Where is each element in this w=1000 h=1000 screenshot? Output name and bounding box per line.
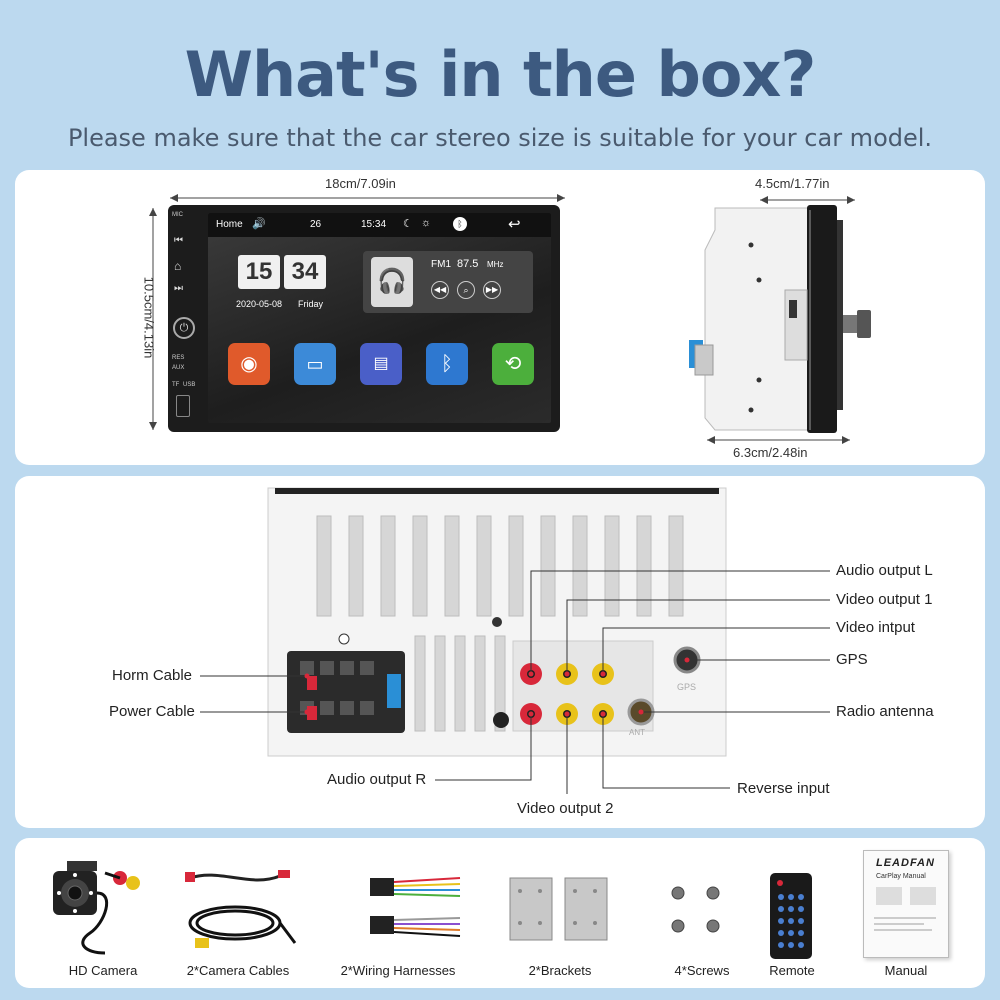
next-track-icon[interactable]: ⏭ — [174, 283, 183, 294]
clock-hour: 15 — [238, 255, 280, 289]
bracket-icon — [509, 877, 608, 941]
page-title: What's in the box? — [184, 38, 817, 111]
manual-title: CarPlay Manual — [876, 873, 926, 880]
height-dimension-arrow — [149, 208, 157, 430]
clock-minute: 34 — [284, 255, 326, 289]
bottom-depth-label: 6.3cm/2.48in — [733, 445, 808, 460]
item-manual-label: Manual — [884, 963, 928, 978]
day-text: Friday — [298, 299, 324, 309]
power-knob[interactable]: ⏻ — [173, 317, 195, 339]
item-hd-camera-label: HD Camera — [68, 963, 138, 978]
radio-widget[interactable]: 🎧 FM1 87.5 MHz ◀◀ ⌕ ▶▶ — [363, 251, 533, 313]
video-output-2-label: Video output 2 — [517, 800, 614, 817]
seek-back-icon[interactable]: ◀◀ — [431, 281, 449, 299]
night-mode-icon[interactable]: ☾ — [403, 218, 413, 230]
dimensions-panel: 18cm/7.09in 10.5cm/4.13in MIC ⏮ ⌂ ⏭ ⏻ RE… — [15, 170, 985, 465]
tf-label: TF — [172, 382, 180, 388]
volume-level: 26 — [310, 219, 322, 230]
date-text: 2020-05-08 — [236, 299, 283, 309]
stereo-side-view — [685, 200, 875, 440]
item-screws-label: 4*Screws — [674, 963, 730, 978]
mic-label: MIC — [172, 212, 183, 218]
manual-icon: LEADFAN CarPlay Manual — [863, 850, 949, 958]
radio-band: FM1 — [431, 259, 451, 270]
screw-icon — [671, 886, 720, 933]
item-camera-cables-label: 2*Camera Cables — [186, 963, 290, 978]
res-label: RES — [172, 355, 185, 361]
page-subtitle: Please make sure that the car stereo siz… — [67, 124, 933, 152]
camera-icon — [53, 861, 140, 955]
rear-view-diagram — [200, 487, 830, 794]
cables-icon — [185, 870, 297, 948]
aux-label: AUX — [172, 365, 185, 371]
manual-brand: LEADFAN — [876, 857, 935, 869]
home-label[interactable]: Home — [216, 219, 243, 230]
top-depth-dimension-arrow — [760, 196, 855, 204]
top-depth-label: 4.5cm/1.77in — [755, 176, 830, 191]
width-dimension-arrow — [170, 194, 565, 202]
usb-port[interactable] — [176, 395, 190, 417]
carplay-link-app-icon[interactable]: ⟲ — [492, 343, 534, 385]
accessories-panel: HD Camera 2*Camera Cables 2*Wiring Harne… — [15, 838, 985, 988]
radio-antenna-label: Radio antenna — [836, 703, 934, 720]
sd-card-app-icon[interactable]: ▤ — [360, 343, 402, 385]
radio-app-icon[interactable]: ◉ — [228, 343, 270, 385]
music-headphones-icon: 🎧 — [371, 257, 413, 307]
brightness-icon[interactable]: ☼ — [421, 217, 432, 229]
usb-label: USB — [183, 382, 196, 388]
width-dimension-label: 18cm/7.09in — [325, 176, 396, 191]
volume-icon: 🔊 — [252, 218, 266, 230]
gps-label: GPS — [836, 651, 868, 668]
scan-search-icon[interactable]: ⌕ — [457, 281, 475, 299]
bluetooth-status-icon: ᛒ — [453, 217, 467, 231]
stereo-screen: Home 🔊 26 15:34 ☾ ☼ ᛒ ↩ 15 34 2020-05-08… — [208, 213, 551, 423]
video-input-label: Video intput — [836, 619, 915, 636]
bluetooth-app-icon[interactable]: ᛒ — [426, 343, 468, 385]
harness-icon — [370, 877, 461, 937]
reverse-input-label: Reverse input — [737, 780, 830, 797]
stereo-front-unit: MIC ⏮ ⌂ ⏭ ⏻ RES AUX TF USB Home 🔊 26 15:… — [168, 205, 560, 432]
ant-port-marking: ANT — [629, 728, 645, 737]
radio-frequency: 87.5 — [457, 258, 479, 270]
horn-cable-label: Horm Cable — [112, 667, 193, 684]
back-arrow-icon[interactable]: ↩ — [508, 216, 521, 233]
usb-app-icon[interactable]: ▭ — [294, 343, 336, 385]
seek-forward-icon[interactable]: ▶▶ — [483, 281, 501, 299]
item-wiring-harnesses-label: 2*Wiring Harnesses — [340, 963, 456, 978]
radio-unit: MHz — [487, 260, 504, 269]
power-cable-label: Power Cable — [109, 703, 195, 720]
gps-port-marking: GPS — [677, 682, 697, 692]
item-brackets-label: 2*Brackets — [528, 963, 592, 978]
item-remote-label: Remote — [769, 963, 815, 978]
home-icon[interactable]: ⌂ — [174, 259, 182, 273]
status-time: 15:34 — [361, 219, 387, 230]
remote-icon — [770, 873, 812, 959]
audio-output-l-label: Audio output L — [836, 562, 933, 579]
rear-ports-panel: GPS ANT Audio output L Video output 1 Vi… — [15, 476, 985, 828]
prev-track-icon[interactable]: ⏮ — [174, 235, 183, 246]
bottom-depth-dimension-arrow — [707, 436, 850, 444]
height-dimension-label: 10.5cm/4.13in — [141, 276, 157, 359]
video-output-1-label: Video output 1 — [836, 591, 933, 608]
audio-output-r-label: Audio output R — [327, 771, 427, 788]
